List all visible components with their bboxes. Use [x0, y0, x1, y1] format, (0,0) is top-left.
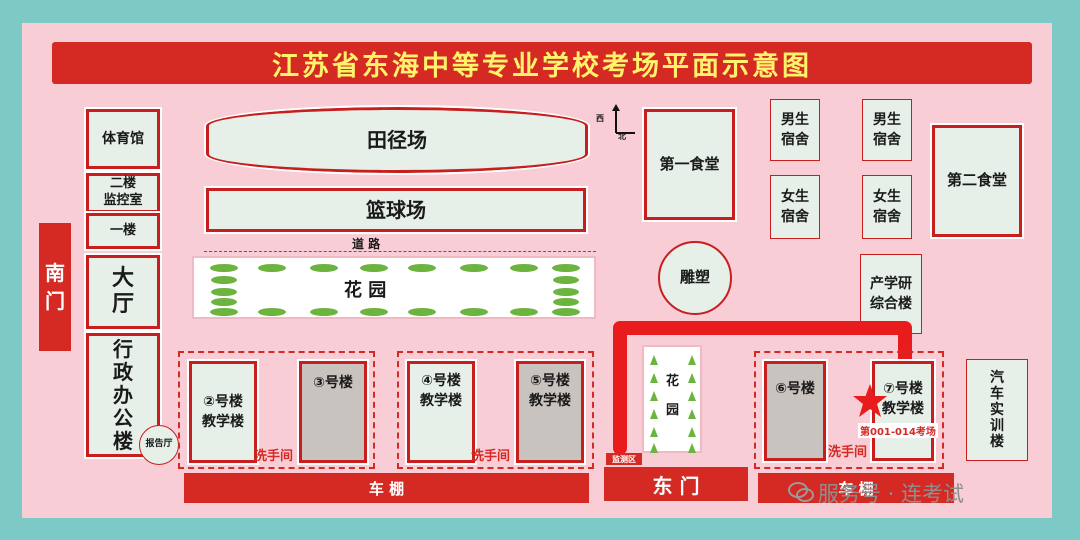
report-hall: 报告厅 — [139, 425, 179, 465]
garden: 花 园 — [192, 256, 596, 319]
building-group-2-3 — [178, 351, 375, 469]
bike-shed-1: 车 棚 — [184, 473, 589, 503]
compass-west: 西 — [596, 114, 604, 123]
road-line — [204, 251, 596, 252]
watermark: 服务号 · 连考试 — [818, 482, 965, 506]
gym: 体育馆 — [84, 107, 162, 171]
star-icon — [853, 384, 887, 417]
small-garden: 花 园 — [642, 345, 702, 453]
exam-room-label: 第001-014考场 — [858, 423, 938, 438]
small-garden-label: 花 园 — [666, 374, 680, 418]
bike-shed-2: 车 棚 — [758, 473, 954, 503]
building-2: ②号楼 教学楼 — [187, 359, 259, 465]
male-dorm-2: 男生 宿舍 — [862, 99, 912, 161]
road-label: 道 路 — [352, 237, 381, 251]
garden-label: 花 园 — [344, 280, 387, 301]
track-field: 田径场 — [204, 105, 590, 175]
garden-trees — [210, 264, 580, 316]
building-4: ④号楼 教学楼 — [405, 359, 477, 465]
compass-icon — [612, 104, 635, 134]
washroom-1: 洗手间 — [254, 449, 294, 464]
main-hall: 大 厅 — [84, 253, 162, 331]
female-dorm-2: 女生 宿舍 — [862, 175, 912, 239]
building-group-4-5 — [397, 351, 594, 469]
building-5: ⑤号楼 教学楼 — [514, 359, 586, 465]
washroom-2: 洗手间 — [471, 449, 511, 464]
small-garden-trees — [650, 355, 696, 453]
building-7: ⑦号楼 教学楼 — [870, 359, 936, 463]
building-6: ⑥号楼 — [762, 359, 828, 463]
south-gate: 南 门 — [39, 223, 71, 351]
map-title: 江苏省东海中等专业学校考场平面示意图 — [52, 42, 1032, 84]
campus-map: 江苏省东海中等专业学校考场平面示意图 田径场 篮球场 道 路 花 园 体育馆 二… — [22, 23, 1052, 518]
basketball-court: 篮球场 — [204, 186, 588, 234]
monitor-room: 二楼 监控室 — [84, 171, 162, 215]
first-floor: 一楼 — [84, 211, 162, 251]
wechat-icon — [788, 482, 814, 502]
monitor-zone: 监测区 — [606, 453, 642, 465]
building-3: ③号楼 — [297, 359, 369, 465]
male-dorm-1: 男生 宿舍 — [770, 99, 820, 161]
compass-north: 北 — [618, 132, 626, 141]
admin-building: 行 政 办 公 楼 — [84, 331, 162, 459]
sculpture: 雕塑 — [658, 241, 732, 315]
female-dorm-1: 女生 宿舍 — [770, 175, 820, 239]
washroom-3: 洗手间 — [828, 445, 868, 460]
building-group-6-7 — [754, 351, 944, 469]
research-building: 产学研 综合楼 — [860, 254, 922, 334]
auto-training-building: 汽 车 实 训 楼 — [966, 359, 1028, 461]
east-gate: 东 门 — [604, 467, 748, 501]
canteen-2: 第二食堂 — [930, 123, 1024, 239]
canteen-1: 第一食堂 — [642, 107, 737, 222]
